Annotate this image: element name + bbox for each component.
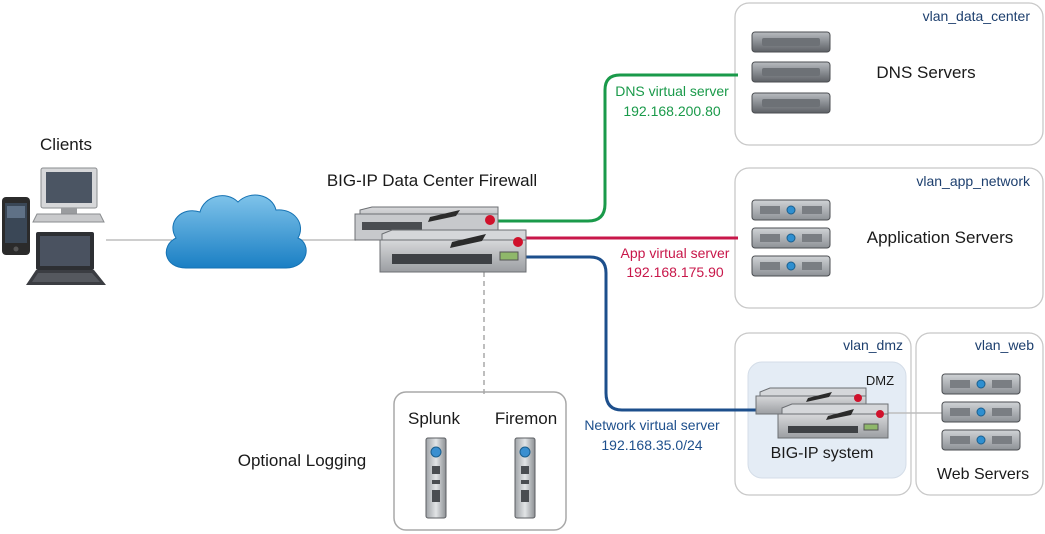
- laptop-icon: [26, 232, 106, 285]
- net-vs-name-label: Network virtual server: [584, 417, 720, 433]
- dns-servers-label: DNS Servers: [876, 63, 975, 82]
- server-rack-icon: [751, 92, 831, 114]
- server-rack-icon: [941, 373, 1021, 395]
- vlan-data-center-label: vlan_data_center: [923, 8, 1031, 24]
- server-rack-icon: [751, 199, 831, 221]
- clients-label: Clients: [40, 135, 92, 154]
- smartphone-icon: [2, 197, 30, 255]
- net-vs-ip-label: 192.168.35.0/24: [601, 437, 702, 453]
- server-rack-icon: [751, 255, 831, 277]
- server-rack-icon: [751, 227, 831, 249]
- dns-link-line: [496, 73, 738, 223]
- dmz-label: DMZ: [866, 373, 894, 388]
- app-servers-label: Application Servers: [867, 228, 1013, 247]
- vlan-dmz-label: vlan_dmz: [843, 337, 903, 353]
- vlan-web-label: vlan_web: [975, 337, 1034, 353]
- network-link-line: [524, 255, 762, 412]
- dns-vs-ip-label: 192.168.200.80: [623, 103, 721, 119]
- vlan-app-network-label: vlan_app_network: [916, 173, 1031, 189]
- bigip-appliance-icon: [379, 229, 527, 273]
- app-vs-name-label: App virtual server: [621, 245, 730, 261]
- server-rack-icon: [941, 429, 1021, 451]
- firewall-label: BIG-IP Data Center Firewall: [327, 171, 537, 190]
- server-rack-icon: [751, 31, 831, 53]
- splunk-label: Splunk: [408, 409, 460, 428]
- cloud-icon: [165, 194, 307, 269]
- desktop-computer-icon: [32, 167, 105, 223]
- tower-server-icon: [514, 437, 536, 519]
- server-rack-icon: [941, 401, 1021, 423]
- web-servers-label: Web Servers: [937, 466, 1029, 483]
- dns-vs-name-label: DNS virtual server: [615, 83, 729, 99]
- firemon-label: Firemon: [495, 409, 557, 428]
- server-rack-icon: [751, 61, 831, 83]
- bigip-system-label: BIG-IP system: [771, 445, 874, 462]
- bigip-appliance-icon: [777, 403, 889, 439]
- optional-logging-label: Optional Logging: [238, 451, 367, 470]
- tower-server-icon: [425, 437, 447, 519]
- app-vs-ip-label: 192.168.175.90: [626, 264, 724, 280]
